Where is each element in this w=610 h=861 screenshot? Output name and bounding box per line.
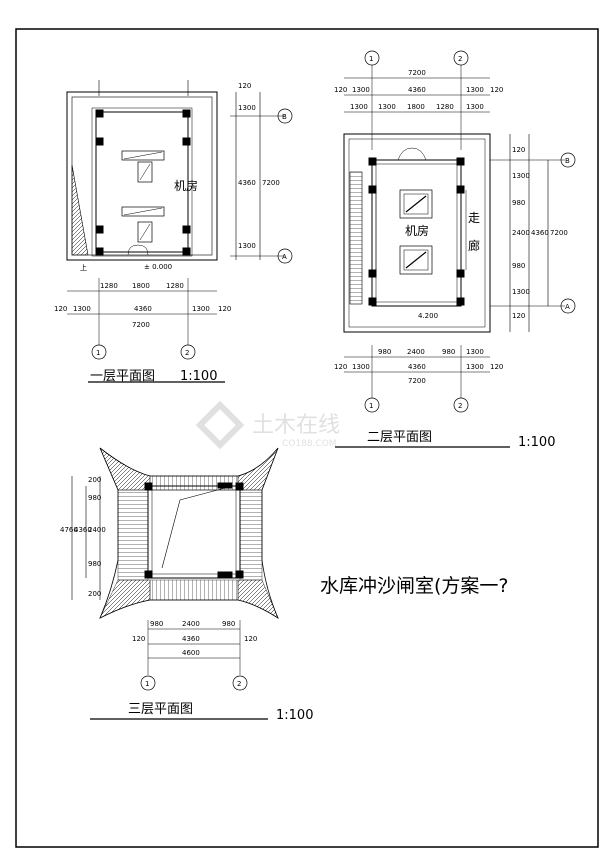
plan3-bottom-inner-0: 980	[150, 620, 163, 628]
plan2-bottom-2: 4360	[408, 363, 426, 371]
plan3-left-3: 980	[88, 560, 101, 568]
plan2-right-2: 980	[512, 199, 525, 207]
plan2-right-6: 120	[512, 312, 525, 320]
plan3-left-total: 4760	[60, 526, 78, 534]
plan2-top-3: 1300	[466, 86, 484, 94]
plan2-label: 二层平面图	[367, 430, 432, 445]
plan2-axis-1-bottom: 1	[369, 402, 373, 410]
plan3-axis-1: 1	[145, 680, 149, 688]
plan1-axis-a: A	[282, 253, 287, 261]
plan3-axis-2: 2	[237, 680, 241, 688]
plan2-axis-2-top: 2	[458, 55, 462, 63]
plan2-right-3: 2400	[512, 229, 530, 237]
plan3-left-mid: 4360	[74, 526, 92, 534]
plan1-bottom-0: 120	[54, 305, 67, 313]
plan2-bottom-inner-2: 980	[442, 348, 455, 356]
plan3-bottom-0: 120	[132, 635, 145, 643]
plan2-axis-1-top: 1	[369, 55, 373, 63]
plan1-left-total: 7200	[262, 179, 280, 187]
plan3-scale: 1:100	[276, 708, 313, 723]
plan2-axis-b: B	[565, 157, 570, 165]
plan2-right-5: 1300	[512, 288, 530, 296]
plan1-bottom-2: 4360	[134, 305, 152, 313]
second-floor-plan-text: 1 2 7200 120 1300 4360 1300 120 1300 130…	[334, 55, 570, 450]
second-floor-plan	[335, 50, 576, 448]
plan3-bottom-2: 120	[244, 635, 257, 643]
plan2-axis-a: A	[565, 303, 570, 311]
plan2-right-1: 1300	[512, 172, 530, 180]
plan1-axis-b: B	[282, 113, 287, 121]
watermark: 土木在线 CO188.COM	[195, 400, 340, 450]
plan1-bottom-3: 1300	[192, 305, 210, 313]
watermark-text: 土木在线	[252, 413, 340, 438]
plan2-top-inner-2: 1800	[407, 103, 425, 111]
plan1-scale: 1:100	[180, 369, 217, 384]
plan2-bottom-inner-0: 980	[378, 348, 391, 356]
plan2-top-inner-4: 1300	[466, 103, 484, 111]
plan2-bottom-4: 120	[490, 363, 503, 371]
plan2-bottom-inner-1: 2400	[407, 348, 425, 356]
plan1-bottom-inner-1: 1800	[132, 282, 150, 290]
plan2-right-0: 120	[512, 146, 525, 154]
plan1-left-dim-2: 4360	[238, 179, 256, 187]
plan2-scale: 1:100	[518, 435, 555, 450]
third-floor-plan-text: 200 980 2400 980 200 4360 4760 980 2400 …	[60, 476, 313, 723]
plan3-bottom-inner-2: 980	[222, 620, 235, 628]
plan2-top-2: 4360	[408, 86, 426, 94]
plan1-bottom-total: 7200	[132, 321, 150, 329]
plan1-bottom-4: 120	[218, 305, 231, 313]
plan1-left-dim-1: 1300	[238, 104, 256, 112]
watermark-sub: CO188.COM	[282, 439, 337, 449]
plan1-axis-2: 2	[185, 349, 189, 357]
plan1-axis-1: 1	[96, 349, 100, 357]
plan2-top-inner-0: 1300	[350, 103, 368, 111]
plan2-elevation: 4.200	[418, 312, 438, 320]
plan3-bottom-total: 4600	[182, 649, 200, 657]
plan2-bottom-0: 120	[334, 363, 347, 371]
ground-floor-plan	[66, 80, 293, 383]
plan2-bottom-1: 1300	[352, 363, 370, 371]
plan1-label: 一层平面图	[90, 369, 155, 384]
plan1-up: 上	[80, 263, 87, 272]
drawing-title: 水库冲沙闸室(方案一?	[320, 575, 509, 597]
plan3-bottom-inner-1: 2400	[182, 620, 200, 628]
plan2-top-0: 120	[334, 86, 347, 94]
plan2-right-total: 7200	[550, 229, 568, 237]
plan3-label: 三层平面图	[128, 702, 193, 717]
plan3-left-2: 2400	[88, 526, 106, 534]
plan3-left-4: 200	[88, 590, 101, 598]
plan2-top-4: 120	[490, 86, 503, 94]
plan2-right-mid: 4360	[531, 229, 549, 237]
plan2-top-inner-1: 1300	[378, 103, 396, 111]
plan1-bottom-inner-2: 1280	[166, 282, 184, 290]
plan2-bottom-3: 1300	[466, 363, 484, 371]
sheet-border	[15, 28, 599, 848]
plan1-elevation: ± 0.000	[144, 263, 172, 271]
plan3-left-0: 200	[88, 476, 101, 484]
plan2-right-4: 980	[512, 262, 525, 270]
plan1-left-dim-3: 1300	[238, 242, 256, 250]
plan2-axis-2-bottom: 2	[458, 402, 462, 410]
plan2-bottom-inner-3: 1300	[466, 348, 484, 356]
plan2-top-inner-3: 1280	[436, 103, 454, 111]
plan1-bottom-inner-0: 1280	[100, 282, 118, 290]
plan1-room: 机房	[174, 178, 198, 193]
plan2-top-1: 1300	[352, 86, 370, 94]
plan2-bottom-total: 7200	[408, 377, 426, 385]
plan3-bottom-1: 4360	[182, 635, 200, 643]
third-floor-plan	[71, 447, 279, 720]
plan1-bottom-1: 1300	[73, 305, 91, 313]
plan2-top-total: 7200	[408, 69, 426, 77]
plan3-left-1: 980	[88, 494, 101, 502]
plan2-room: 机房	[405, 223, 429, 238]
ground-floor-plan-text: 机房 ± 0.000 上 120 1300 4360 1300 7200 128…	[54, 82, 287, 384]
plan1-top-dim: 120	[238, 82, 251, 90]
plan2-corridor-2: 廊	[468, 238, 480, 253]
plan2-corridor-1: 走	[468, 211, 480, 225]
